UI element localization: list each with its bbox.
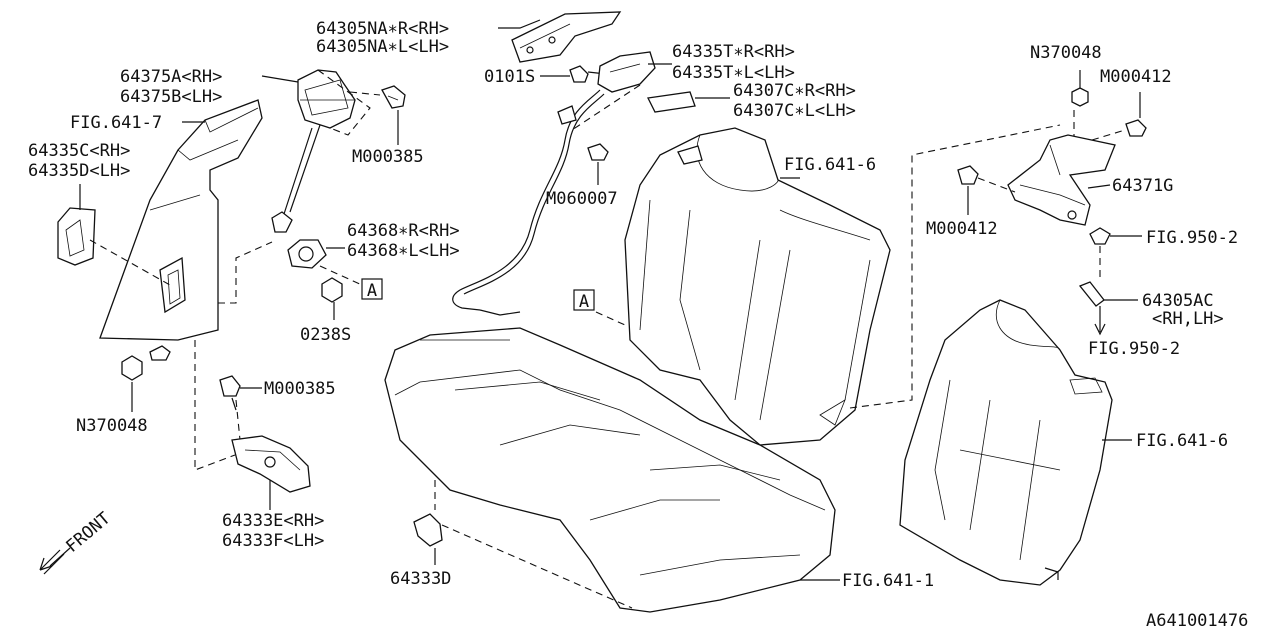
bolt-m000385-bottom [219,375,262,411]
bolt-m060007 [587,143,609,185]
retractor-assembly [271,69,356,233]
bracket-64333e [231,435,311,510]
clip-fig950 [1089,227,1142,245]
label-fig641-6-top: FIG.641-6 [784,155,876,175]
nut-0238s [321,277,343,320]
label-64368-rh: 64368∗R<RH> [347,221,460,241]
label-fig950-2-top: FIG.950-2 [1146,228,1238,248]
bracket-64333d [413,513,443,565]
label-64305ac-sub: <RH,LH> [1152,309,1224,329]
bracket-64305na [511,11,622,63]
cover-64307c [647,91,696,113]
trim-cover-64335c [57,207,96,266]
label-fig641-6-right: FIG.641-6 [1136,431,1228,451]
nut-n370048-right [1071,70,1089,107]
lever-64335t [597,51,656,93]
seat-cushion [384,327,836,613]
label-64335d: 64335D<LH> [28,161,130,181]
front-arrow-icon [39,547,71,575]
label-64307c-lh: 64307C∗L<LH> [733,101,856,121]
label-64333e: 64333E<RH> [222,511,324,531]
label-m000412-left: M000412 [926,219,998,239]
clip-64305ac [1078,281,1138,307]
nut-n370048-left [121,345,171,412]
label-64335t-lh: 64335T∗L<LH> [672,63,795,83]
label-0238s: 0238S [300,325,351,345]
bolt-m000412-top [1125,92,1147,137]
label-64305ac: 64305AC [1142,291,1214,311]
label-fig641-7: FIG.641-7 [70,113,162,133]
seat-back-center [624,127,891,446]
ref-a-left: A [367,281,377,301]
ref-a-box-left [361,278,383,300]
label-64333f: 64333F<LH> [222,531,324,551]
label-m000385-top: M000385 [352,147,424,167]
label-64335c: 64335C<RH> [28,141,130,161]
ref-a-center: A [579,292,589,312]
label-64305na-lh: 64305NA∗L<LH> [316,37,449,57]
ref-a-box-center [573,289,595,311]
label-64368-lh: 64368∗L<LH> [347,241,460,261]
label-64335t-rh: 64335T∗R<RH> [672,42,795,62]
hinge-64371g [1007,134,1116,226]
label-64307c-rh: 64307C∗R<RH> [733,81,856,101]
diagram-id: A641001476 [1146,611,1248,631]
label-0101s: 0101S [484,67,535,87]
bolt-m000412-left [957,165,979,215]
seat-back-right [899,299,1113,586]
label-fig641-1: FIG.641-1 [842,571,934,591]
side-trim-panel [99,99,263,341]
front-label: FRONT [62,509,114,557]
label-fig950-2-bottom: FIG.950-2 [1088,339,1180,359]
label-64333d: 64333D [390,569,451,589]
label-m060007: M060007 [546,189,618,209]
label-m000412-top: M000412 [1100,67,1172,87]
label-n370048-left: N370048 [76,416,148,436]
label-64371g: 64371G [1112,176,1173,196]
label-64375b: 64375B<LH> [120,87,222,107]
bolt-m000385-top [381,85,406,145]
label-64375a: 64375A<RH> [120,67,222,87]
label-n370048-right: N370048 [1030,43,1102,63]
label-m000385-bottom: M000385 [264,379,336,399]
arrow-down-icon [1094,306,1106,336]
anchor-64368 [287,239,345,269]
label-64305na-rh: 64305NA∗R<RH> [316,19,449,39]
release-cable [452,89,605,316]
